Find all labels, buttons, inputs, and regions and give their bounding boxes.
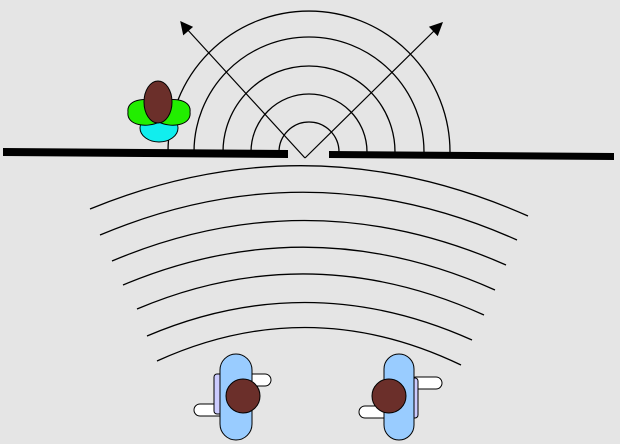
arrow-right-shaft xyxy=(304,27,438,159)
diffracted-wavefront xyxy=(250,93,368,153)
speaker-person-left xyxy=(193,353,272,441)
barrier xyxy=(3,148,614,160)
diffracted-wavefront xyxy=(222,65,396,153)
arrow-icon xyxy=(428,22,444,37)
speaker-person-right xyxy=(358,353,443,441)
incoming-wavefront xyxy=(136,273,485,316)
incoming-wavefront xyxy=(111,219,507,266)
listener-person xyxy=(127,80,191,143)
incoming-wavefront xyxy=(146,301,473,341)
incoming-wavefronts xyxy=(89,165,529,366)
barrier-right-wall xyxy=(329,151,614,160)
incoming-wavefront xyxy=(156,326,462,366)
incoming-wavefront xyxy=(99,191,518,241)
diffracted-wavefront xyxy=(193,36,425,153)
speaker-left-head xyxy=(225,378,261,414)
barrier-left-wall xyxy=(3,148,288,158)
listener-head xyxy=(143,80,173,124)
speaker-right-head xyxy=(371,378,407,414)
incoming-wavefront xyxy=(89,165,529,217)
arrow-icon xyxy=(180,20,194,36)
incoming-wavefront xyxy=(122,246,496,291)
diffracted-wavefront xyxy=(167,10,451,153)
diffracted-wavefront xyxy=(278,121,340,153)
diffracted-wavefronts xyxy=(167,10,451,153)
arrow-left-shaft xyxy=(185,27,306,159)
direction-arrows xyxy=(180,20,444,159)
